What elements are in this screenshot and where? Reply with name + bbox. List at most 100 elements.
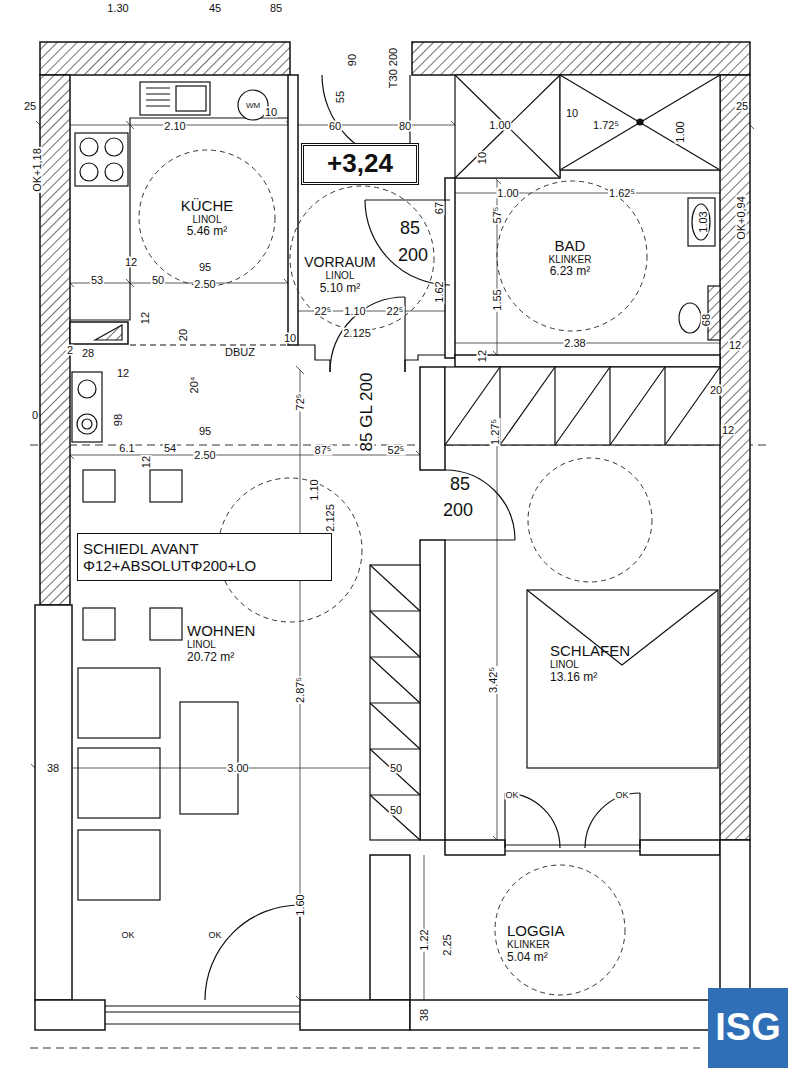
dimension-label: 2.38: [563, 338, 586, 349]
logo-box: ISG: [708, 988, 788, 1068]
dimension-label: 50: [151, 275, 165, 286]
dimension-lines: [31, 121, 754, 1030]
plan-circle: [105, 138, 123, 156]
dimension-label: 2.125: [325, 503, 336, 533]
dimension-label: OK+0,94: [736, 195, 747, 241]
dimension-label: 38: [46, 763, 60, 774]
dimension-label: 1.55: [492, 288, 503, 311]
dimension-label: 20: [709, 385, 723, 396]
room-label: SCHLAFENLINOL13.16 m²: [548, 640, 635, 687]
dimension-label: T30 200: [388, 47, 399, 89]
beam-lines: [30, 445, 770, 1048]
room-name: LOGGIA: [507, 922, 565, 939]
dimension-label: 38: [419, 1008, 430, 1022]
plan-line: [30, 1048, 700, 1049]
plan-rect: [35, 1000, 105, 1030]
plan-rect: [70, 322, 128, 344]
dimension-label: 20⁴: [189, 376, 200, 395]
dimension-label: 95: [198, 426, 212, 437]
plan-rect: [150, 470, 182, 502]
plan-rect: [640, 840, 720, 855]
dimension-label: 10: [283, 333, 297, 344]
room-name: SCHLAFEN: [550, 642, 630, 659]
dimension-label: 2: [66, 345, 74, 356]
room-label: VORRAUMLINOL5.10 m²: [301, 252, 379, 298]
plan-rect: [455, 355, 720, 367]
dimension-label: 3.00: [226, 763, 249, 774]
dimension-label: 1.03: [698, 210, 709, 233]
plan-rect: [75, 133, 128, 186]
dimension-label: 55: [335, 90, 346, 104]
plan-rect: [180, 702, 238, 814]
plan-path: [585, 793, 640, 848]
dimension-label: 25: [23, 101, 37, 112]
plan-rect: [83, 608, 115, 640]
plan-rect: [720, 840, 750, 1000]
living-furniture: [78, 470, 420, 900]
room-area: 20.72 m²: [187, 651, 234, 665]
floor-material: LINOL: [193, 214, 222, 226]
dimension-label: 12: [140, 311, 151, 325]
dimension-label: 12: [728, 340, 742, 351]
plan-rect: [370, 565, 420, 840]
plan-line: [455, 193, 720, 194]
dimension-label: 12: [477, 349, 488, 363]
plan-rect: [150, 608, 182, 640]
dimension-label: 0: [31, 410, 39, 421]
plan-rect: [370, 855, 410, 1000]
dimension-label: 6.1: [118, 443, 135, 454]
dimension-label: 12: [124, 257, 138, 268]
plan-rect: [688, 198, 715, 246]
plan-rect: [720, 75, 750, 840]
plan-path: [560, 75, 720, 170]
dimension-label: 1.00: [496, 188, 519, 199]
plan-rect: [40, 42, 290, 75]
dimension-label: 1.30: [106, 3, 129, 14]
floor-material: LINOL: [326, 270, 355, 282]
dimension-label: 20: [178, 328, 189, 342]
plan-path: [330, 297, 405, 372]
plan-path: [445, 367, 720, 445]
dimension-label: 12: [721, 425, 735, 436]
dimension-label: 12: [141, 455, 152, 469]
dimension-label: 28: [81, 348, 95, 359]
dimension-label: DBUZ: [224, 347, 256, 358]
table-box: SCHIEDL AVANT Φ12+ABSOLUTΦ200+LO: [77, 533, 332, 581]
plan-circle: [528, 458, 652, 582]
dimension-label: 2.25: [442, 933, 453, 956]
plan-line: [70, 455, 420, 456]
plan-path: [299, 905, 300, 1000]
plan-rect: [410, 1000, 710, 1030]
plan-rect: [300, 1000, 410, 1030]
plan-rect: [288, 75, 298, 345]
dimension-label: 1.00: [675, 120, 686, 143]
plan-rect: [78, 830, 160, 900]
dimension-label: 1.27⁵: [490, 418, 501, 446]
dimension-label: 80: [398, 121, 412, 132]
plan-circle: [637, 119, 643, 125]
dimension-label: 200: [442, 501, 474, 519]
plan-path: [445, 539, 515, 540]
dimension-label: 85 GL 200: [358, 372, 375, 453]
plan-path: [505, 845, 640, 851]
dimension-label: 87⁵: [314, 445, 333, 456]
floor-material: LINOL: [187, 639, 216, 651]
bedroom-furniture: [445, 367, 720, 768]
room-label: BADKLINKER6.23 m²: [546, 235, 595, 282]
dimension-label: 85: [449, 475, 471, 493]
plan-line: [130, 344, 288, 345]
dimension-label: 2.87⁵: [295, 676, 306, 704]
room-area: 6.23 m²: [550, 265, 591, 279]
dimension-label: 85: [269, 3, 283, 14]
dimension-label: 98: [113, 413, 124, 427]
dimension-label: 50: [389, 805, 403, 816]
plan-rect: [78, 668, 160, 738]
plan-circle: [497, 181, 647, 331]
dimension-label: 95: [198, 262, 212, 273]
dimension-label: 1.22: [419, 928, 430, 951]
dimension-label: OK: [207, 931, 222, 940]
plan-rect: [83, 470, 115, 502]
exterior-walls: [40, 42, 750, 840]
plan-rect: [40, 75, 70, 605]
room-area: 5.10 m²: [320, 282, 361, 296]
